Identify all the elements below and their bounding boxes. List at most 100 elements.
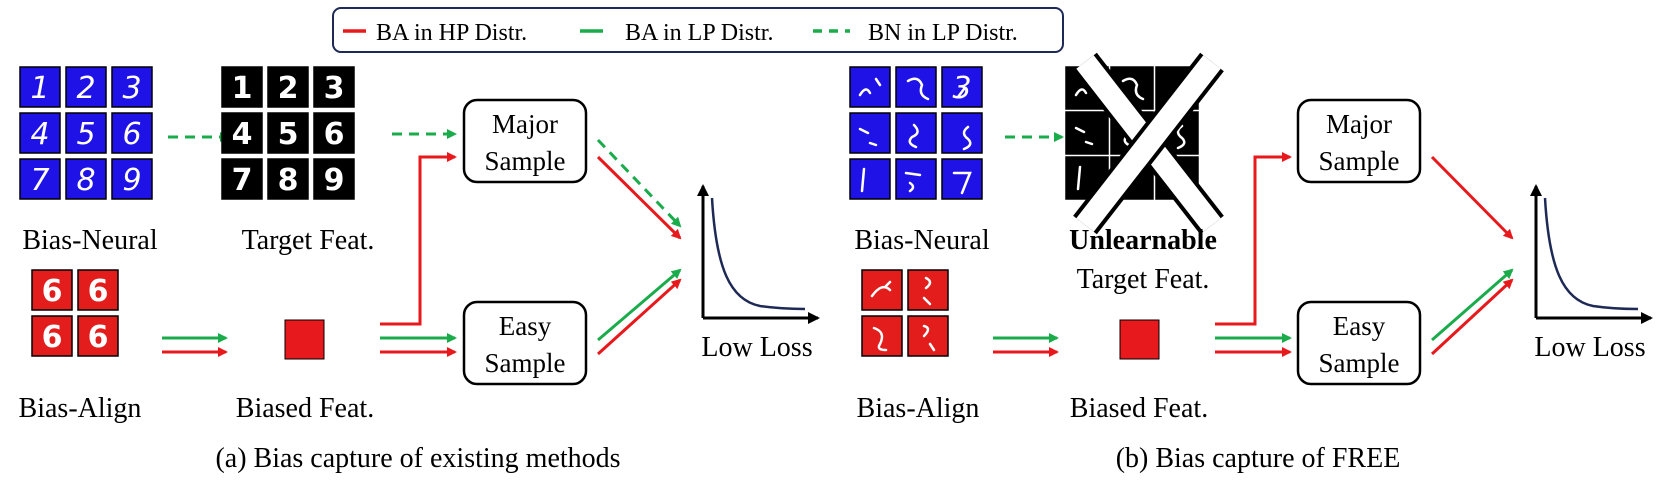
- tile: [77, 315, 119, 357]
- legend-label-bn-lp: BN in LP Distr.: [868, 20, 1018, 46]
- tile: [849, 158, 891, 200]
- noise-stroke: [884, 280, 892, 288]
- tile: [849, 66, 891, 108]
- noise-stroke: [872, 326, 888, 352]
- tile-digit: 3: [952, 71, 971, 106]
- biased-feat-label: Biased Feat.: [236, 393, 374, 424]
- tile-digit: 9: [122, 163, 141, 198]
- tile: [65, 158, 107, 200]
- low-loss-plot-b: [1530, 184, 1653, 324]
- tile-digit: 7: [30, 163, 49, 198]
- bias-align-grid-b: [861, 269, 949, 357]
- easy-sample-line1: Easy: [499, 311, 552, 341]
- noise-stroke: [908, 123, 919, 149]
- tile-digit: 6: [42, 274, 63, 309]
- tile-digit: 6: [324, 117, 345, 152]
- bias-neural-label-b: Bias-Neural: [854, 225, 990, 256]
- tile: [31, 315, 73, 357]
- noise-stroke: [952, 171, 972, 195]
- noise-stroke: [1121, 77, 1145, 101]
- tile: [895, 66, 937, 108]
- arrow-major-to-loss-red: [596, 155, 682, 240]
- noise-stroke: [858, 127, 878, 147]
- noise-stroke: [1176, 124, 1186, 150]
- arrow-easy-to-loss-green: [597, 268, 682, 342]
- tile: [221, 112, 263, 154]
- tile-digit: 3: [324, 71, 345, 106]
- tile-digit: 6: [88, 274, 109, 309]
- tile: [65, 112, 107, 154]
- noise-stroke: [1074, 126, 1094, 146]
- target-feat-label: Target Feat.: [242, 225, 375, 256]
- legend-label-ba-lp: BA in LP Distr.: [625, 20, 773, 46]
- noise-stroke: [1076, 165, 1082, 191]
- arrow-major-to-loss-green-dashed: [596, 138, 682, 228]
- easy-sample-line2-b: Sample: [1319, 348, 1400, 378]
- noise-stroke: [874, 77, 882, 87]
- legend-label-ba-hp: BA in HP Distr.: [376, 20, 527, 46]
- loss-curve-b: [1543, 197, 1639, 311]
- tile: [19, 158, 61, 200]
- tile: [221, 66, 263, 108]
- tile-digit: 5: [76, 117, 95, 152]
- tile: [19, 66, 61, 108]
- low-loss-label: Low Loss: [701, 332, 812, 363]
- tile-digit: 3: [122, 71, 141, 106]
- tile-digit: 4: [232, 117, 253, 152]
- tile: [907, 269, 949, 311]
- major-sample-line2-b: Sample: [1319, 146, 1400, 176]
- tile-digit: 4: [30, 117, 49, 152]
- arrow-easy-to-loss-red-b: [1430, 278, 1514, 356]
- tile: [941, 158, 983, 200]
- noise-stroke: [928, 342, 936, 352]
- tile: [31, 269, 73, 311]
- arrow-easy-to-loss-green-b: [1431, 268, 1514, 342]
- arrow-biased-to-major-red-b: [1215, 152, 1292, 326]
- tile-digit: 6: [88, 320, 109, 355]
- arrow-easy-to-loss-red: [596, 278, 682, 356]
- bias-neural-label: Bias-Neural: [22, 225, 158, 256]
- biased-feat-square: [284, 319, 325, 360]
- panel-b: 3 Bias-Neural Unlearnable Target Feat. B…: [849, 52, 1653, 474]
- bias-align-label: Bias-Align: [19, 393, 142, 424]
- easy-sample-box: [462, 300, 588, 386]
- cross-out-mark: [1073, 52, 1224, 235]
- tile: [849, 112, 891, 154]
- tile: [941, 112, 983, 154]
- low-loss-label-b: Low Loss: [1534, 332, 1645, 363]
- unlearnable-label: Unlearnable: [1069, 225, 1217, 256]
- noise-stroke: [924, 276, 932, 290]
- noise-stroke: [922, 296, 932, 306]
- tile: [313, 112, 355, 154]
- tile: [267, 66, 309, 108]
- tile: [65, 66, 107, 108]
- caption-a: (a) Bias capture of existing methods: [215, 443, 620, 474]
- tile-digit: 7: [232, 163, 253, 198]
- noise-stroke: [1074, 88, 1088, 97]
- tile: [19, 112, 61, 154]
- major-sample-box: [462, 98, 588, 184]
- tile-digit: 8: [76, 163, 95, 198]
- tile: [895, 158, 937, 200]
- tile: [941, 66, 983, 108]
- easy-sample-line2: Sample: [485, 348, 566, 378]
- bias-align-label-b: Bias-Align: [857, 393, 980, 424]
- noise-stroke: [858, 88, 872, 97]
- noise-stroke: [904, 171, 922, 193]
- loss-curve: [710, 197, 806, 311]
- legend: BA in HP Distr. BA in LP Distr. BN in LP…: [332, 7, 1064, 53]
- tile-digit: 6: [122, 117, 141, 152]
- target-feat-label-b: Target Feat.: [1077, 264, 1210, 295]
- tile: [313, 66, 355, 108]
- easy-sample-line1-b: Easy: [1333, 311, 1386, 341]
- tile: [313, 158, 355, 200]
- tile: [111, 112, 153, 154]
- tile-digit: 9: [324, 163, 345, 198]
- tile: [221, 158, 263, 200]
- noise-stroke: [962, 125, 972, 151]
- caption-b: (b) Bias capture of FREE: [1116, 443, 1401, 474]
